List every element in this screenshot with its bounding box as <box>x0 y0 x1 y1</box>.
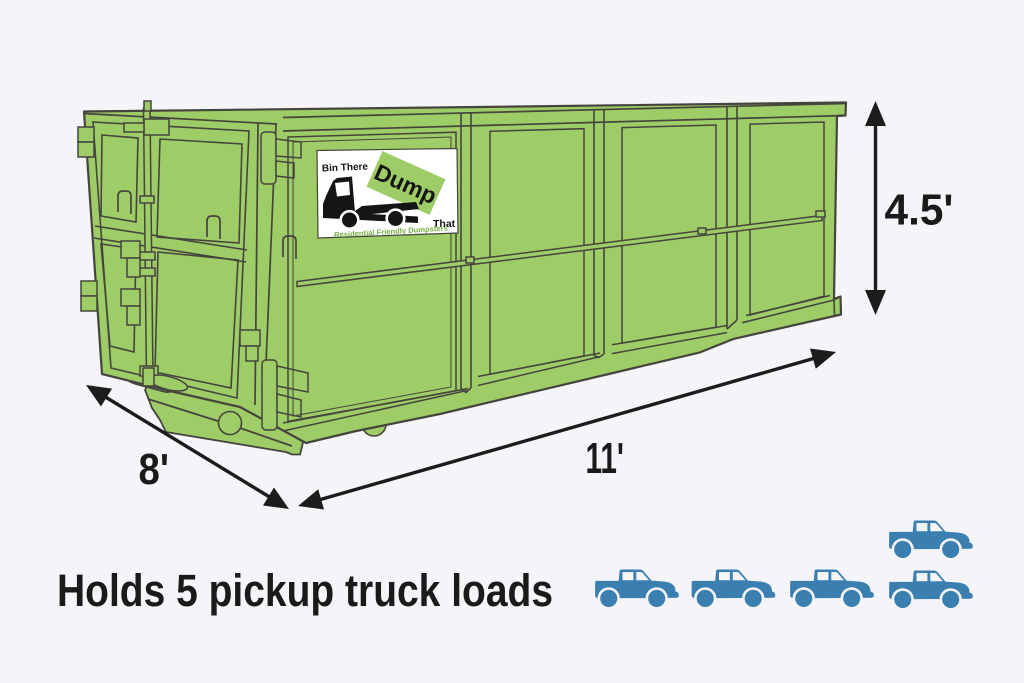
svg-text:Holds 5 pickup truck loads: Holds 5 pickup truck loads <box>57 565 553 616</box>
svg-text:Bin There: Bin There <box>322 161 369 174</box>
svg-text:8': 8' <box>139 445 170 494</box>
svg-text:That: That <box>433 218 456 230</box>
svg-text:11': 11' <box>586 434 625 483</box>
svg-text:4.5': 4.5' <box>885 186 954 235</box>
